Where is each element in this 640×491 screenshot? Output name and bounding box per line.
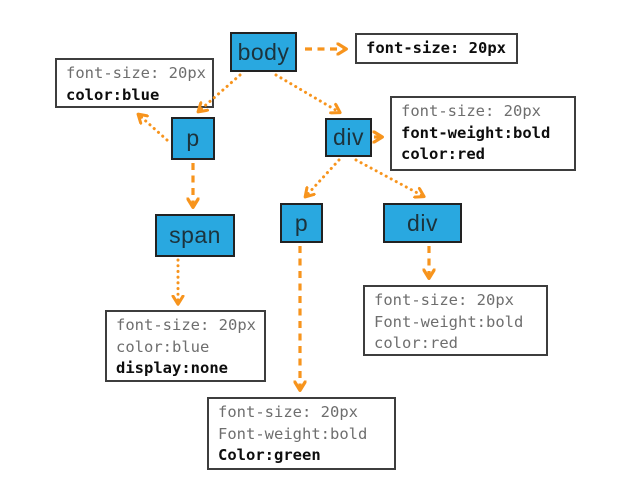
dom-node-p-child: p <box>280 203 323 243</box>
css-rule: font-weight:bold <box>401 123 551 142</box>
css-rule: font-size: 20px <box>66 64 206 82</box>
dom-node-div: div <box>325 118 372 157</box>
css-rule: color:blue <box>116 337 210 356</box>
arrow-div-to-p-child <box>306 158 341 196</box>
css-rule: color:red <box>374 334 458 352</box>
css-box-p2: font-size: 20px Font-weight:bold Color:g… <box>207 397 396 470</box>
css-box-span: font-size: 20px color:blue display:none <box>105 310 266 382</box>
dom-node-p: p <box>171 117 215 160</box>
arrow-body-to-div <box>274 73 339 112</box>
css-rule: font-size: 20px <box>401 102 541 120</box>
arrow-p-to-css <box>139 115 169 142</box>
css-rule: Font-weight:bold <box>218 424 368 443</box>
css-rule: Color:green <box>218 446 321 464</box>
dom-node-span: span <box>155 214 235 257</box>
css-rule: Font-weight:bold <box>374 312 524 331</box>
css-rule: font-size: 20px <box>374 291 514 309</box>
css-rule: color:blue <box>66 85 160 104</box>
css-rule: font-size: 20px <box>116 316 256 334</box>
css-rule: font-size: 20px <box>218 403 358 421</box>
css-box-div: font-size: 20px font-weight:bold color:r… <box>390 96 576 171</box>
css-box-div2: font-size: 20px Font-weight:bold color:r… <box>363 285 548 356</box>
css-box-p: font-size: 20px color:blue <box>55 58 214 108</box>
css-rule: font-size: 20px <box>366 39 506 57</box>
dom-node-div-child: div <box>383 203 462 243</box>
css-rule: display:none <box>116 359 228 377</box>
css-rule: color:red <box>401 145 485 163</box>
css-box-body: font-size: 20px <box>355 33 518 64</box>
dom-node-body: body <box>230 32 297 72</box>
